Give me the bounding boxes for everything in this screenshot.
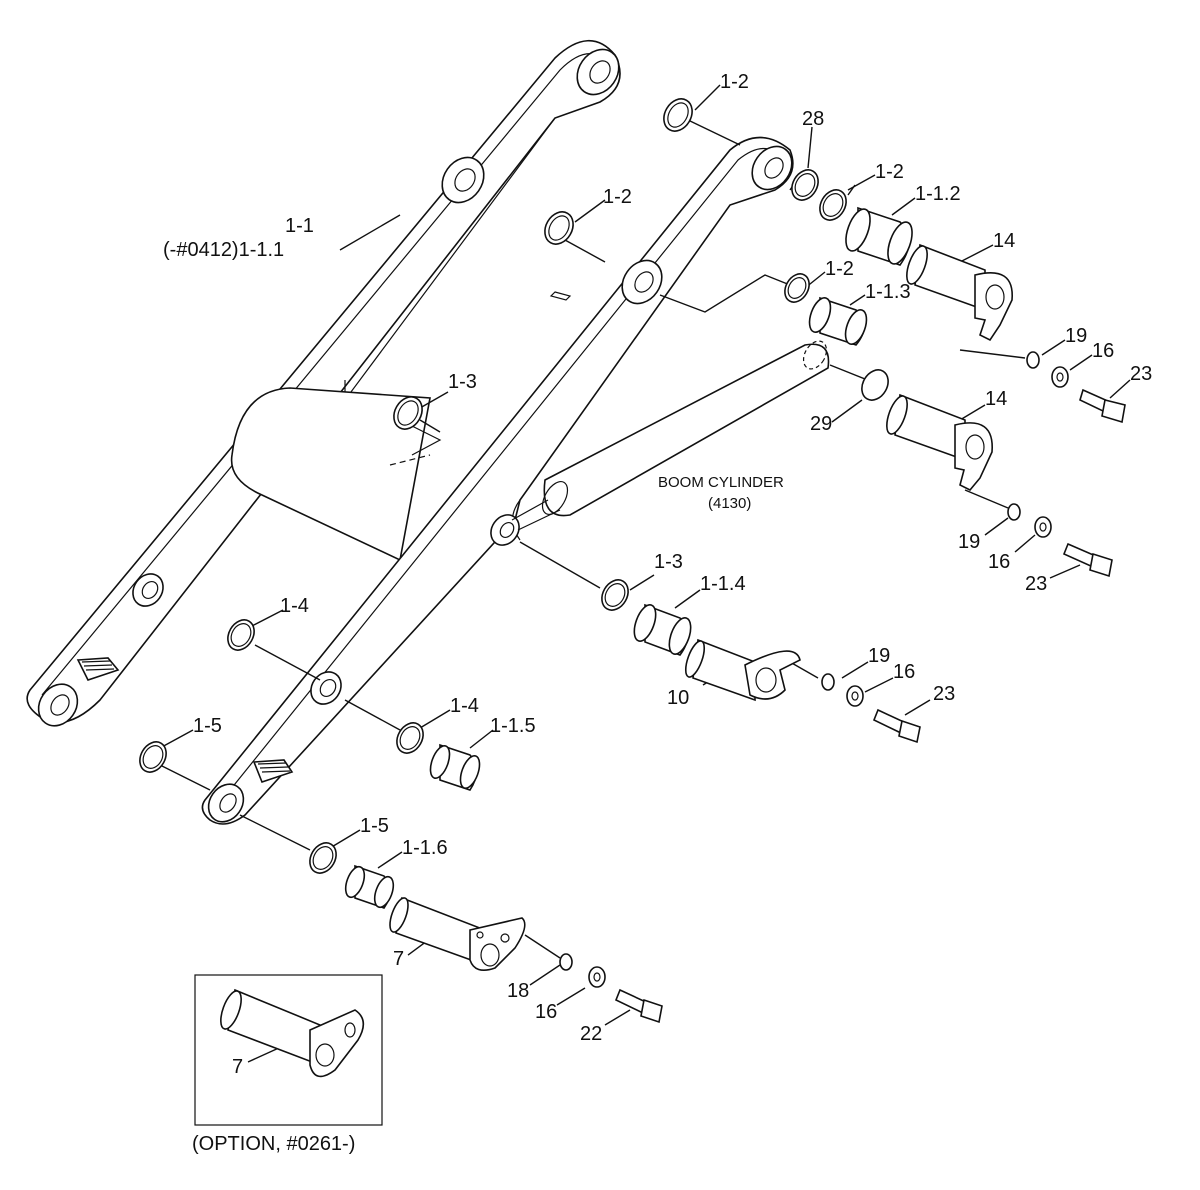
label-14-lower: 14 [985,388,1007,410]
label-1-3-upper: 1-3 [448,371,477,393]
label-1-1-5: 1-1.5 [490,715,536,737]
boom-front-plate [201,136,794,825]
label-1-2-right: 1-2 [875,161,904,183]
label-1-1-2: 1-1.2 [915,183,961,205]
label-1-1-3: 1-1.3 [865,281,911,303]
label-16-low: 16 [893,661,915,683]
label-29: 29 [810,413,832,435]
label-1-3-lower: 1-3 [654,551,683,573]
option-box [194,974,383,1126]
leader-lines [159,84,1131,1063]
label-16-mid: 16 [988,551,1010,573]
fasteners [559,351,1126,1024]
label-1-1: 1-1 [285,215,314,237]
label-cylinder-ref: (4130) [708,495,751,512]
boom-rear-plate [26,39,621,727]
label-22: 22 [580,1023,602,1045]
label-1-2-mid: 1-2 [603,186,632,208]
label-28: 28 [802,108,824,130]
label-23-upper: 23 [1130,363,1152,385]
label-18: 18 [507,980,529,1002]
part-labels: 1-1 (-#0412)1-1.1 1-2 28 1-2 1-1.2 1-2 1… [163,71,1152,1155]
label-16-upper: 16 [1092,340,1114,362]
label-1-5-upper: 1-5 [193,715,222,737]
label-1-2-lower: 1-2 [825,258,854,280]
label-1-2-top: 1-2 [720,71,749,93]
pins [389,243,1013,971]
label-1-4-upper: 1-4 [280,595,309,617]
bushings [344,206,913,909]
label-19-low: 19 [868,645,890,667]
label-19-upper: 19 [1065,325,1087,347]
label-option-7: 7 [232,1056,243,1078]
label-option-caption: (OPTION, #0261-) [192,1133,355,1155]
label-10: 10 [667,687,689,709]
label-1-1-1: (-#0412)1-1.1 [163,239,284,261]
label-boom-cylinder: BOOM CYLINDER [658,474,784,491]
label-14-upper: 14 [993,230,1015,252]
label-1-1-6: 1-1.6 [402,837,448,859]
label-1-1-4: 1-1.4 [700,573,746,595]
label-23-mid: 23 [1025,573,1047,595]
seal-rings [139,98,889,874]
label-19-mid: 19 [958,531,980,553]
label-23-low: 23 [933,683,955,705]
boom-cylinder [511,340,830,531]
label-1-5-lower: 1-5 [360,815,389,837]
label-1-4-lower: 1-4 [450,695,479,717]
label-16-bottom: 16 [535,1001,557,1023]
label-7: 7 [393,948,404,970]
boom-cross-tube [230,387,431,562]
